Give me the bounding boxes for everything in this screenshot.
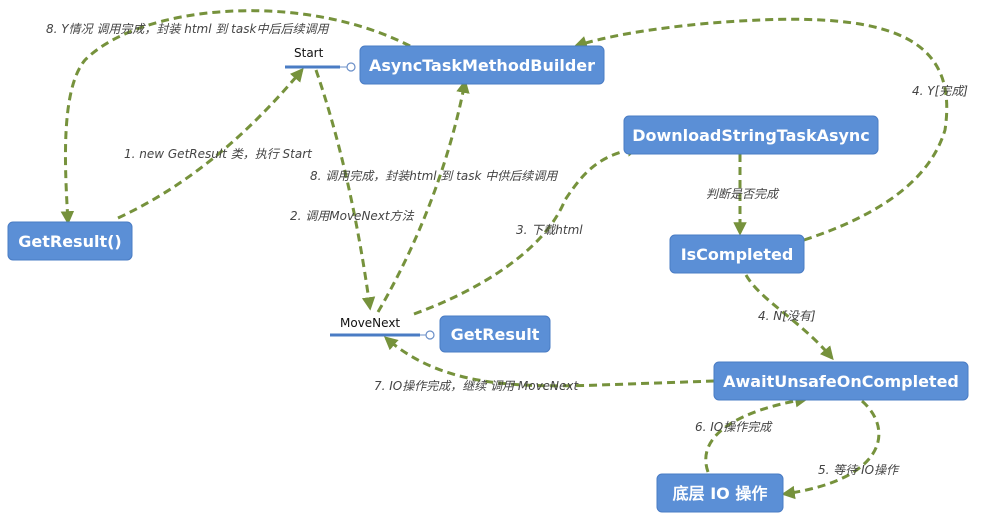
label-edge-8-middle: 8. 调用完成，封装html 到 task 中供后续调用 [310, 169, 558, 183]
edge-5-wait-io [781, 399, 881, 500]
start-connector [346, 62, 356, 72]
label-edge-6: 6. IO操作完成 [695, 420, 773, 434]
svg-text:IsCompleted: IsCompleted [681, 245, 794, 264]
svg-text:AsyncTaskMethodBuilder: AsyncTaskMethodBuilder [369, 56, 595, 75]
edge-6-io-done [704, 394, 809, 473]
label-edge-7: 7. IO操作完成，继续 调用 MoveNext [374, 379, 580, 393]
label-judge: 判断是否完成 [706, 187, 780, 201]
node-iscompleted: IsCompleted [669, 234, 805, 274]
label-edge-4-no: 4. N[没有] [758, 309, 816, 323]
label-edge-1: 1. new GetResult 类，执行 Start [124, 147, 313, 161]
edge-2-call-movenext [314, 69, 376, 311]
svg-text:DownloadStringTaskAsync: DownloadStringTaskAsync [632, 126, 870, 145]
movenext-label: MoveNext [340, 316, 400, 330]
label-edge-3: 3. 下载html [516, 223, 583, 237]
label-edge-4-yes: 4. Y[完成] [912, 84, 968, 98]
label-edge-8-top: 8. Y情况 调用完成，封装 html 到 task中后后续调用 [46, 22, 329, 36]
edge-7-continue-movenext [383, 336, 715, 388]
label-edge-2: 2. 调用MoveNext方法 [290, 209, 415, 223]
movenext-connector [425, 330, 435, 340]
edge-4-yes-completed [573, 17, 949, 242]
edge-8-yes-wrap-callback [60, 9, 411, 225]
svg-text:底层 IO 操作: 底层 IO 操作 [673, 484, 768, 503]
node-getresult-call: GetResult() [7, 221, 133, 261]
svg-text:AwaitUnsafeOnCompleted: AwaitUnsafeOnCompleted [723, 372, 959, 391]
node-download-string-task-async: DownloadStringTaskAsync [623, 115, 879, 155]
node-underlying-io: 底层 IO 操作 [656, 473, 784, 513]
node-async-task-method-builder: AsyncTaskMethodBuilder [359, 45, 605, 85]
label-edge-5: 5. 等待 IO操作 [818, 463, 900, 477]
edge-3-download-html [413, 143, 641, 316]
node-getresult: GetResult [439, 315, 551, 353]
svg-text:GetResult: GetResult [451, 325, 540, 344]
start-label: Start [294, 46, 324, 60]
edge-1-new-getresult [117, 67, 304, 220]
svg-text:GetResult(): GetResult() [18, 232, 121, 251]
node-await-unsafe-on-completed: AwaitUnsafeOnCompleted [713, 361, 969, 401]
edge-8-wrap-to-task [376, 79, 470, 313]
